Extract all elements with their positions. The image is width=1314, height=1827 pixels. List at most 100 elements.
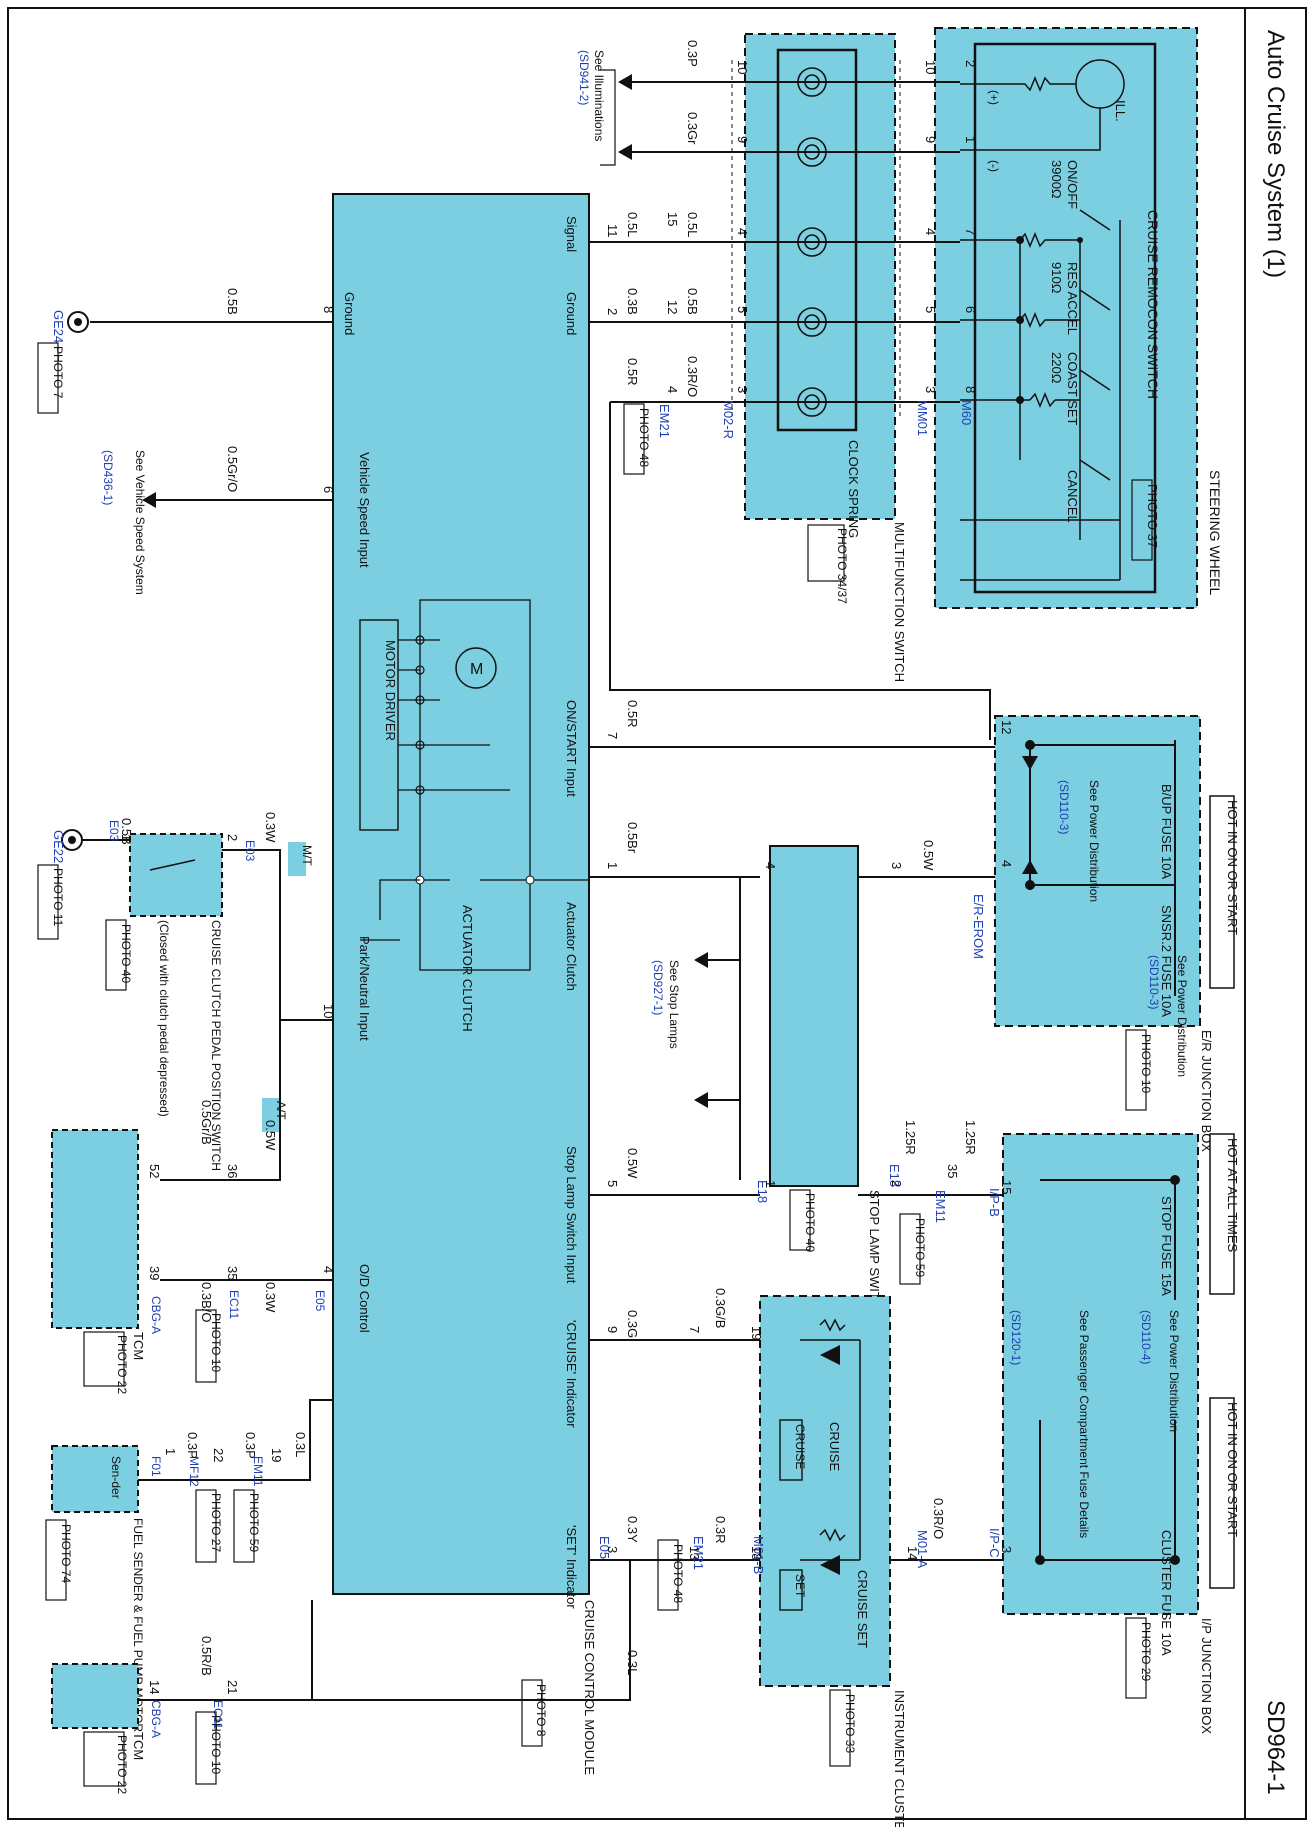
cruise-led-icon — [820, 1345, 840, 1365]
multifunction-switch-label: MULTIFUNCTION SWITCH — [892, 522, 907, 682]
ill-label: ILL. — [1113, 100, 1128, 122]
er-junction-photo: PHOTO 10 — [1139, 1034, 1153, 1093]
ccm-pin-on-start: ON/START Input — [564, 700, 579, 797]
pin-1-d: 1 — [119, 834, 134, 841]
wire-03p: 0.3P — [685, 40, 700, 67]
pin-13: 13 — [687, 1546, 702, 1560]
pd-ref-c: See Power Distribution — [1167, 1310, 1181, 1432]
pin-15-b: 15 — [999, 1180, 1014, 1194]
r-on-off-label: 3900Ω — [1049, 160, 1064, 199]
set-indicator-title: CRUISE SET — [855, 1570, 870, 1648]
conn-e05-b: E05 — [597, 1536, 612, 1559]
mf12-photo: PHOTO 27 — [209, 1493, 223, 1552]
ip-junction-label: I/P JUNCTION BOX — [1199, 1618, 1214, 1734]
shield-dashed — [731, 60, 901, 420]
ec11b-photo-box — [195, 1711, 217, 1785]
ccm-photo: PHOTO 8 — [534, 1684, 548, 1737]
motor-icon — [455, 647, 497, 689]
park-neutral-wire — [210, 1019, 333, 1181]
illum-ref-code: (SD941-2) — [577, 50, 591, 105]
em21a-photo-box — [623, 403, 645, 475]
ccm-pin-stop-lamp: Stop Lamp Switch Input — [564, 1146, 579, 1284]
pin-15-a: 15 — [665, 212, 680, 226]
pin-2-d: 2 — [225, 834, 240, 841]
instrument-photo: PHOTO 33 — [843, 1694, 857, 1753]
wire-03bo: 0.3B/O — [199, 1282, 214, 1322]
motor-driver-wiring — [398, 635, 510, 795]
conn-em11-a: EM11 — [933, 1190, 948, 1223]
wire-03p-c: 0.3P — [243, 1432, 258, 1459]
wire-03p-b: 0.3P — [185, 1432, 200, 1459]
remocon-switch-outline — [973, 42, 1157, 594]
wire-03w-b: 0.3W — [263, 1282, 278, 1313]
pin-14: 14 — [905, 1546, 920, 1560]
conn-m60: M60 — [959, 400, 974, 425]
tcm-photo-b: PHOTO 22 — [115, 1735, 129, 1794]
wire-05rb: 0.5R/B — [199, 1636, 214, 1676]
ccm-pin-set-indicator: 'SET' Indicator — [564, 1525, 579, 1609]
tcm-label-a: TCM — [131, 1332, 146, 1360]
remocon-photo: PHOTO 37 — [1145, 484, 1160, 548]
fuel-photo: PHOTO 74 — [59, 1524, 73, 1583]
wire-03r: 0.3R — [713, 1516, 728, 1543]
wire-05w-b: 0.5W — [263, 1120, 278, 1151]
actuator-clutch-label: ACTUATOR CLUTCH — [460, 905, 475, 1032]
ccm-pin-actuator-clutch: Actuator Clutch — [564, 902, 579, 991]
pin-4-e: 4 — [999, 860, 1014, 867]
wire-03b: 0.3B — [625, 288, 640, 315]
clutch-photo: PHOTO 40 — [119, 924, 133, 983]
pin-4-d: 4 — [321, 1266, 336, 1273]
illum-arrow-icon-1 — [618, 74, 632, 90]
pin-7-c: 7 — [687, 1326, 702, 1333]
pin-39: 39 — [147, 1266, 162, 1280]
r-res-label: 910Ω — [1049, 262, 1064, 294]
hot-all-times: HOT AT ALL TIMES — [1225, 1138, 1240, 1252]
on-off-label: ON/OFF — [1065, 160, 1080, 209]
pin-9-a: 9 — [735, 136, 750, 143]
conn-em21-b: EM21 — [691, 1536, 706, 1570]
instrument-photo-box — [829, 1689, 851, 1767]
e05-label-a: E05 — [313, 1290, 327, 1312]
wire-05b-a: 0.5B — [225, 288, 240, 315]
clutch-photo-box — [105, 919, 127, 991]
conn-m01b: M01-B — [751, 1536, 766, 1574]
pin-3-a: 3 — [735, 386, 750, 393]
pin-11: 11 — [605, 224, 620, 238]
pin-8-b: 8 — [321, 306, 336, 313]
multifunction-photo: PHOTO 34/37 — [835, 528, 849, 604]
stop-lamp-photo: PHOTO 40 — [803, 1193, 817, 1252]
pin-1-b: 1 — [605, 862, 620, 869]
ge24-label: GE24 — [51, 310, 66, 343]
illum-arrow-icon-2 — [618, 144, 632, 160]
pin-5-a: 5 — [735, 306, 750, 313]
motor-driver-label: MOTOR DRIVER — [383, 640, 398, 741]
conn-e18-b: E18 — [887, 1164, 902, 1187]
sheet-code: SD964-1 — [1262, 1700, 1289, 1795]
multifunction-switch-box — [744, 33, 896, 520]
cancel-label: CANCEL — [1065, 470, 1080, 523]
remocon-switch-label: CRUISE REMOCON SWITCH — [1145, 210, 1161, 399]
wire-03gr: 0.3Gr — [685, 112, 700, 145]
ec11b-photo: PHOTO 10 — [209, 1715, 223, 1774]
pin-9-b: 9 — [923, 136, 938, 143]
r-coast-label: 220Ω — [1049, 352, 1064, 384]
pin-6-b: 6 — [321, 486, 336, 493]
steering-wheel-box — [934, 27, 1198, 609]
e03-label-a: E03 — [107, 820, 121, 842]
pd-ref-b: See Power Distribution — [1175, 955, 1189, 1077]
pin-8-a: 8 — [963, 386, 978, 393]
mt-label: M/T — [300, 845, 314, 866]
tcm-label-b: TCM — [131, 1732, 146, 1760]
illum-bracket — [600, 69, 616, 166]
wire-03ro-b: 0.3R/O — [931, 1498, 946, 1539]
conn-ipc: I/P-C — [987, 1528, 1002, 1558]
pin-2-c: 2 — [889, 1180, 904, 1187]
vehicle-speed-arrow-icon — [142, 492, 156, 508]
clutch-switch-wires — [80, 839, 281, 1020]
ccm-pin-ground-b: Ground — [342, 292, 357, 335]
em11b-photo: PHOTO 59 — [247, 1493, 261, 1552]
pin-35-b: 35 — [225, 1266, 240, 1280]
tcm-b-wire — [138, 1600, 313, 1701]
ge24-photo-box — [37, 342, 59, 414]
